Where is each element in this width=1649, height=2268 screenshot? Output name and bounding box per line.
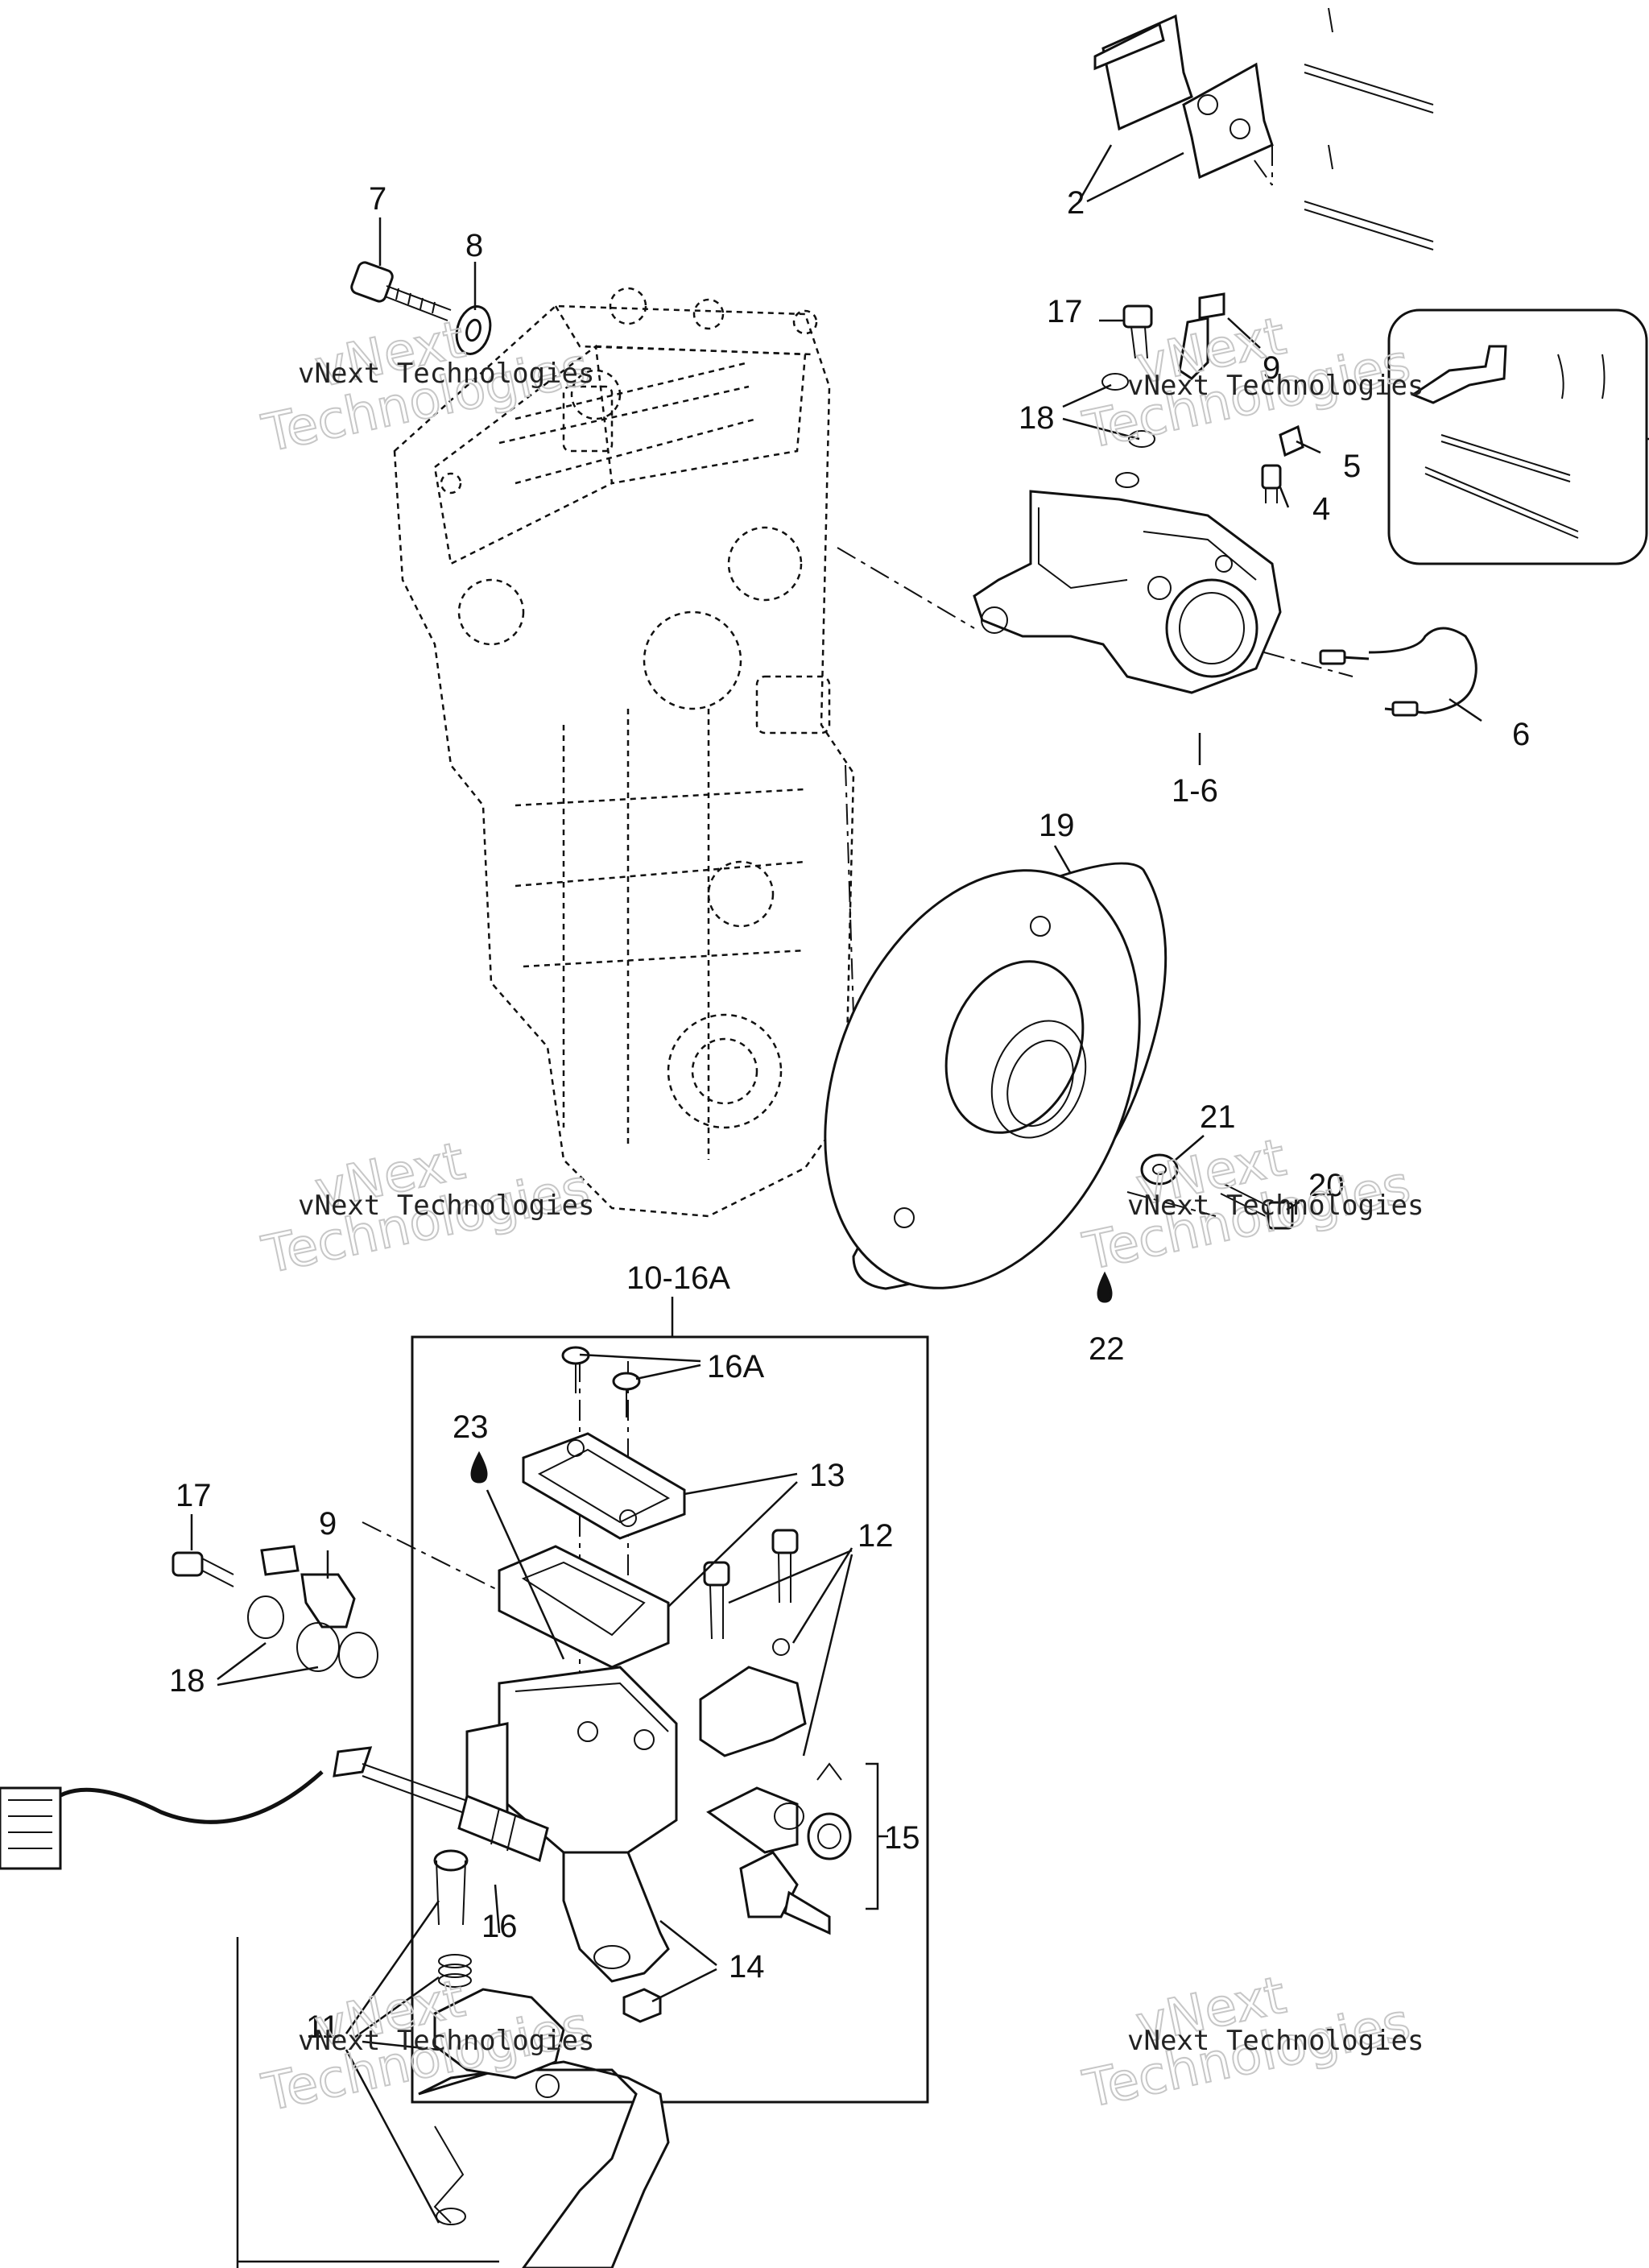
brake-hose-9-top	[1178, 292, 1225, 380]
bolt-7	[350, 261, 452, 321]
callout-6: 6	[1512, 717, 1530, 752]
centerline-caliper-line	[1263, 652, 1354, 677]
callout-8: 8	[465, 228, 483, 263]
callout-7: 7	[369, 181, 386, 217]
callout-13: 13	[809, 1458, 845, 1493]
washer-8	[455, 305, 492, 355]
reservoir-cap-13	[522, 1432, 686, 1540]
transmission-housing	[393, 287, 855, 1218]
callout-10-16A: 10-16A	[626, 1260, 730, 1296]
callout-12: 12	[858, 1518, 894, 1554]
sealing-washers-18-bottom	[247, 1595, 378, 1678]
pivot-bolt-11	[433, 1849, 469, 1926]
watermark-text-top-right: vNext Technologies	[1127, 370, 1424, 402]
watermark-text-bottom-right: vNext Technologies	[1127, 2025, 1424, 2057]
brake-line-6	[1319, 627, 1477, 717]
callout-15: 15	[884, 1820, 920, 1856]
nut-14	[622, 1988, 662, 2023]
watermark-text-mid-left: vNext Technologies	[298, 1190, 594, 1222]
callout-1-6: 1-6	[1172, 773, 1218, 809]
brake-lever	[418, 1988, 670, 2268]
bleeder-valve-4	[1261, 464, 1282, 503]
push-rod-boot	[739, 1851, 831, 1935]
callout-20: 20	[1308, 1168, 1345, 1203]
callout-17-top: 17	[1047, 294, 1083, 329]
pad-retaining-pins	[1304, 7, 1434, 250]
sealing-washers-18-top	[1101, 373, 1155, 488]
screws-16A	[561, 1346, 641, 1418]
callout-2: 2	[1067, 185, 1085, 221]
callout-16: 16	[481, 1909, 518, 1944]
centerline-housing-caliper	[837, 547, 975, 629]
watermark-text-top-left: vNext Technologies	[298, 358, 594, 390]
watermark-text-bottom-left: vNext Technologies	[298, 2025, 594, 2057]
callout-4: 4	[1312, 491, 1330, 527]
callout-23: 23	[453, 1409, 489, 1445]
pin-kit-box	[1387, 308, 1649, 565]
callout-labels: 7 8 2 17 9 18 5 4 6 1-6 19 21 20 22 10-1…	[169, 181, 1530, 2045]
brake-light-switch	[0, 1746, 500, 1870]
brake-caliper	[973, 490, 1282, 694]
centerline-banjo-bottom	[362, 1521, 556, 1620]
callout-5: 5	[1343, 449, 1361, 484]
callout-11: 11	[306, 2009, 340, 2045]
callout-9-bottom: 9	[319, 1506, 337, 1542]
callout-14: 14	[729, 1949, 765, 1984]
centerline-shaft-disc	[845, 764, 854, 1016]
plug-15	[774, 1762, 852, 1860]
lever-bracket-line	[236, 1937, 499, 2268]
master-cylinder-kit-box	[411, 1335, 929, 2104]
callout-17-bottom: 17	[176, 1478, 212, 1513]
callout-9-top: 9	[1263, 350, 1280, 386]
oil-drop-icon	[470, 1451, 488, 1484]
centerline-bolt20	[1126, 1191, 1217, 1217]
callout-18-top: 18	[1019, 400, 1055, 436]
brake-pads-2	[1077, 14, 1274, 203]
spring-11	[438, 1954, 472, 1988]
callout-22: 22	[1089, 1331, 1125, 1367]
callout-19: 19	[1039, 808, 1075, 843]
brake-disc-19	[824, 862, 1168, 1290]
banjo-bolt-17-bottom	[172, 1551, 234, 1587]
banjo-bolt-17-top	[1122, 304, 1153, 359]
callout-16A: 16A	[707, 1349, 764, 1384]
bleeder-cap-5	[1279, 424, 1304, 457]
brake-hose-9-bottom	[260, 1545, 356, 1629]
oil-drop-icon	[1097, 1271, 1113, 1303]
watermark-text-mid-right: vNext Technologies	[1127, 1190, 1424, 1222]
leader-lines	[190, 217, 1482, 2224]
piston-16	[457, 1794, 549, 1863]
washer-21	[1140, 1153, 1179, 1186]
callout-21: 21	[1200, 1099, 1236, 1135]
clamp-12	[699, 1638, 807, 1854]
callout-18-bottom: 18	[169, 1663, 205, 1699]
diaphragm-13	[498, 1545, 670, 1669]
clamp-bolts-12	[703, 1529, 799, 1640]
